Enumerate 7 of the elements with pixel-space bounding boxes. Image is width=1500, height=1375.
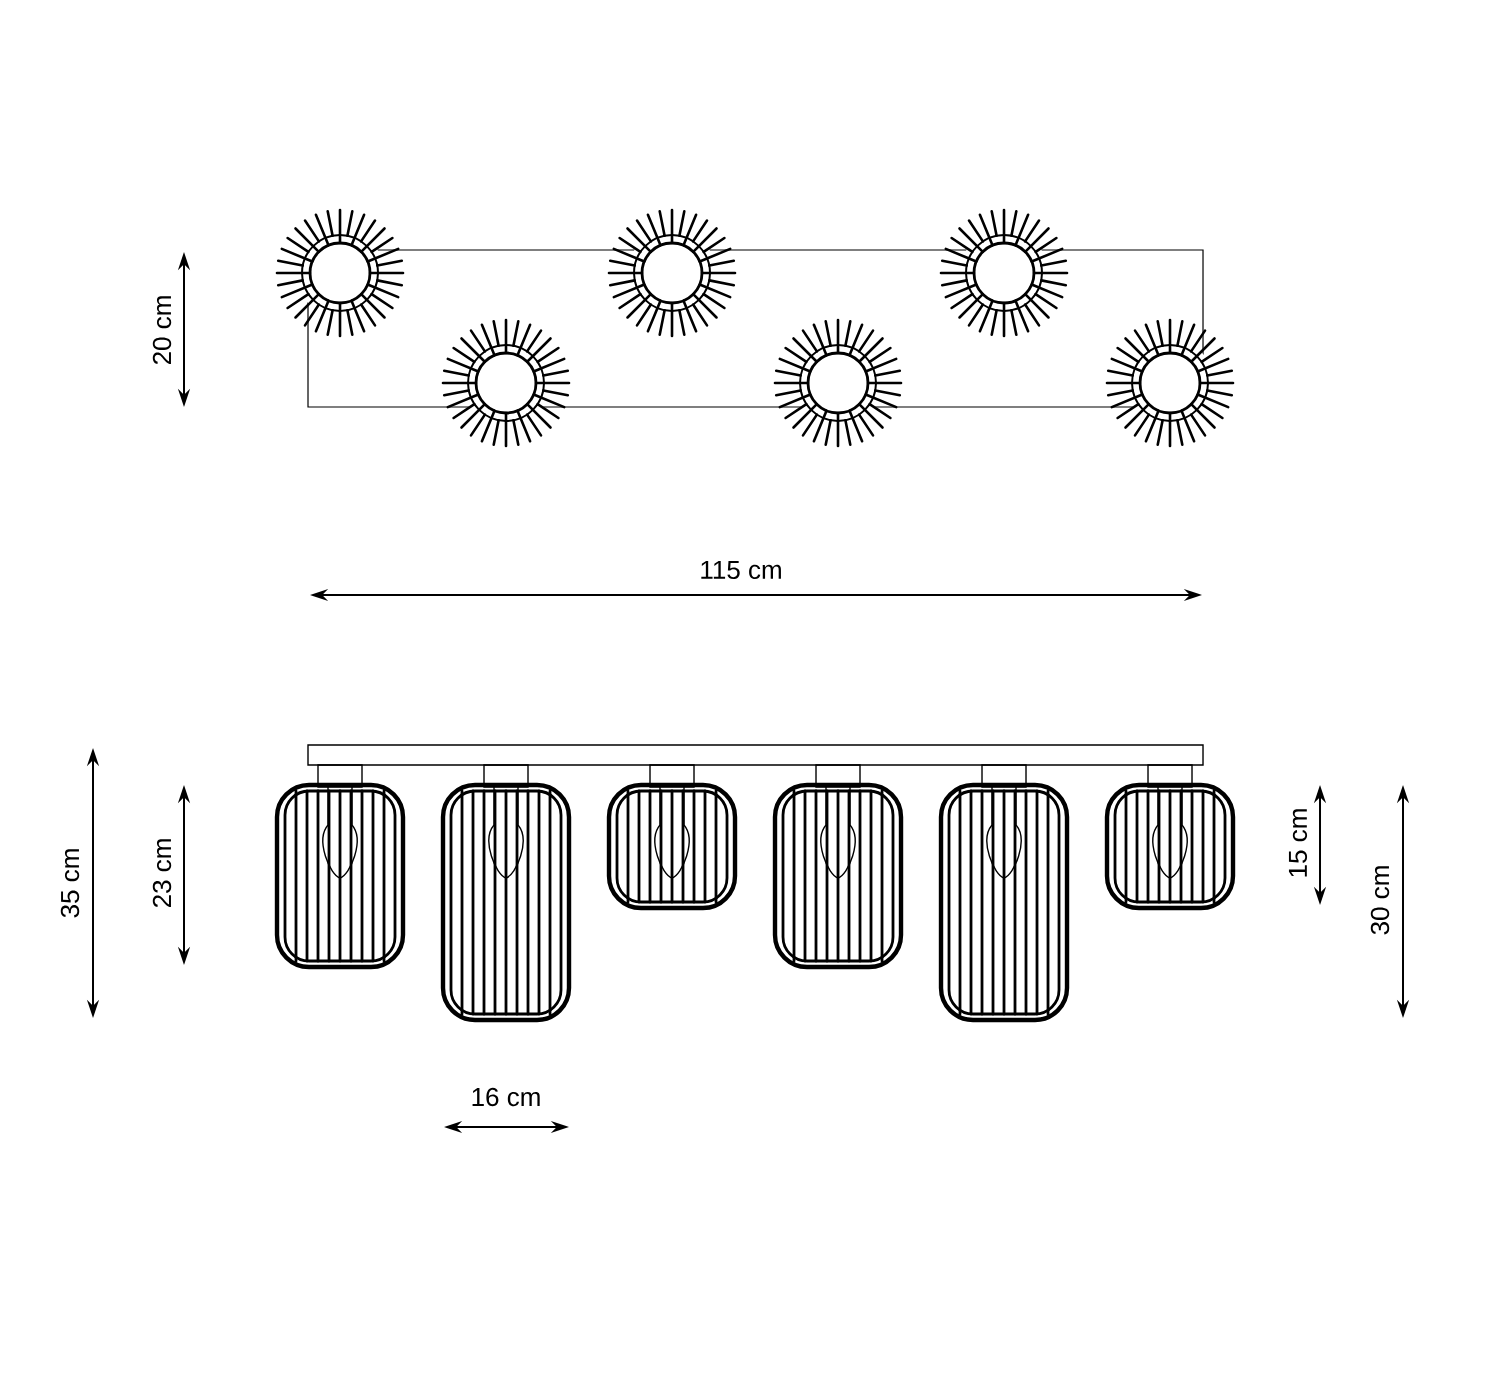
dimension-label: 23 cm bbox=[152, 839, 172, 908]
dimension-label: 30 cm bbox=[1370, 866, 1390, 935]
dimension-label: 20 cm bbox=[152, 296, 172, 365]
dimension-label: 16 cm bbox=[472, 1087, 540, 1107]
dimension-label: 15 cm bbox=[1288, 809, 1308, 877]
dimension-label: 115 cm bbox=[701, 560, 781, 580]
dimension-label: 35 cm bbox=[60, 849, 80, 918]
